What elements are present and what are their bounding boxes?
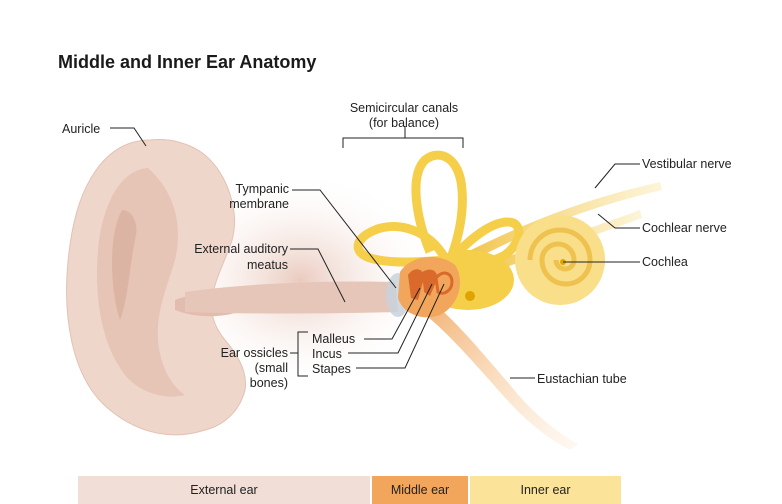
ear-canal-shape — [185, 281, 398, 314]
label-malleus: Malleus — [312, 332, 355, 346]
label-tympanic-membrane-line2: membrane — [229, 197, 289, 211]
cochlea-shape — [515, 215, 605, 305]
eustachian-tube-shape — [422, 300, 578, 450]
leader-lines — [110, 126, 640, 379]
label-auricle: Auricle — [62, 122, 100, 136]
label-cochlea: Cochlea — [642, 255, 688, 269]
label-semicircular-canals-line1: Semicircular canals — [350, 101, 458, 115]
page-title: Middle and Inner Ear Anatomy — [58, 52, 317, 72]
label-stapes: Stapes — [312, 362, 351, 376]
label-vestibular-nerve: Vestibular nerve — [642, 157, 732, 171]
label-ear-ossicles-line2: (small — [255, 361, 288, 375]
region-bar-middle-ear: Middle ear — [372, 476, 468, 504]
label-ear-ossicles-line3: bones) — [250, 376, 288, 390]
label-external-auditory-meatus-line2: meatus — [247, 258, 288, 272]
label-external-auditory-meatus-line1: External auditory — [194, 242, 289, 256]
label-ear-ossicles-line1: Ear ossicles — [221, 346, 288, 360]
ear-anatomy-diagram: Auricle Semicircular canals (for balance… — [62, 101, 732, 450]
label-cochlear-nerve: Cochlear nerve — [642, 221, 727, 235]
vestibular-nerve-shape — [455, 182, 662, 266]
label-semicircular-canals-line2: (for balance) — [369, 116, 439, 130]
ossicles-shape — [408, 269, 454, 300]
label-tympanic-membrane-line1: Tympanic — [236, 182, 290, 196]
region-bar-inner-ear: Inner ear — [470, 476, 621, 504]
round-window — [465, 291, 475, 301]
label-eustachian-tube: Eustachian tube — [537, 372, 627, 386]
label-incus: Incus — [312, 347, 342, 361]
region-bar-external-ear: External ear — [78, 476, 370, 504]
